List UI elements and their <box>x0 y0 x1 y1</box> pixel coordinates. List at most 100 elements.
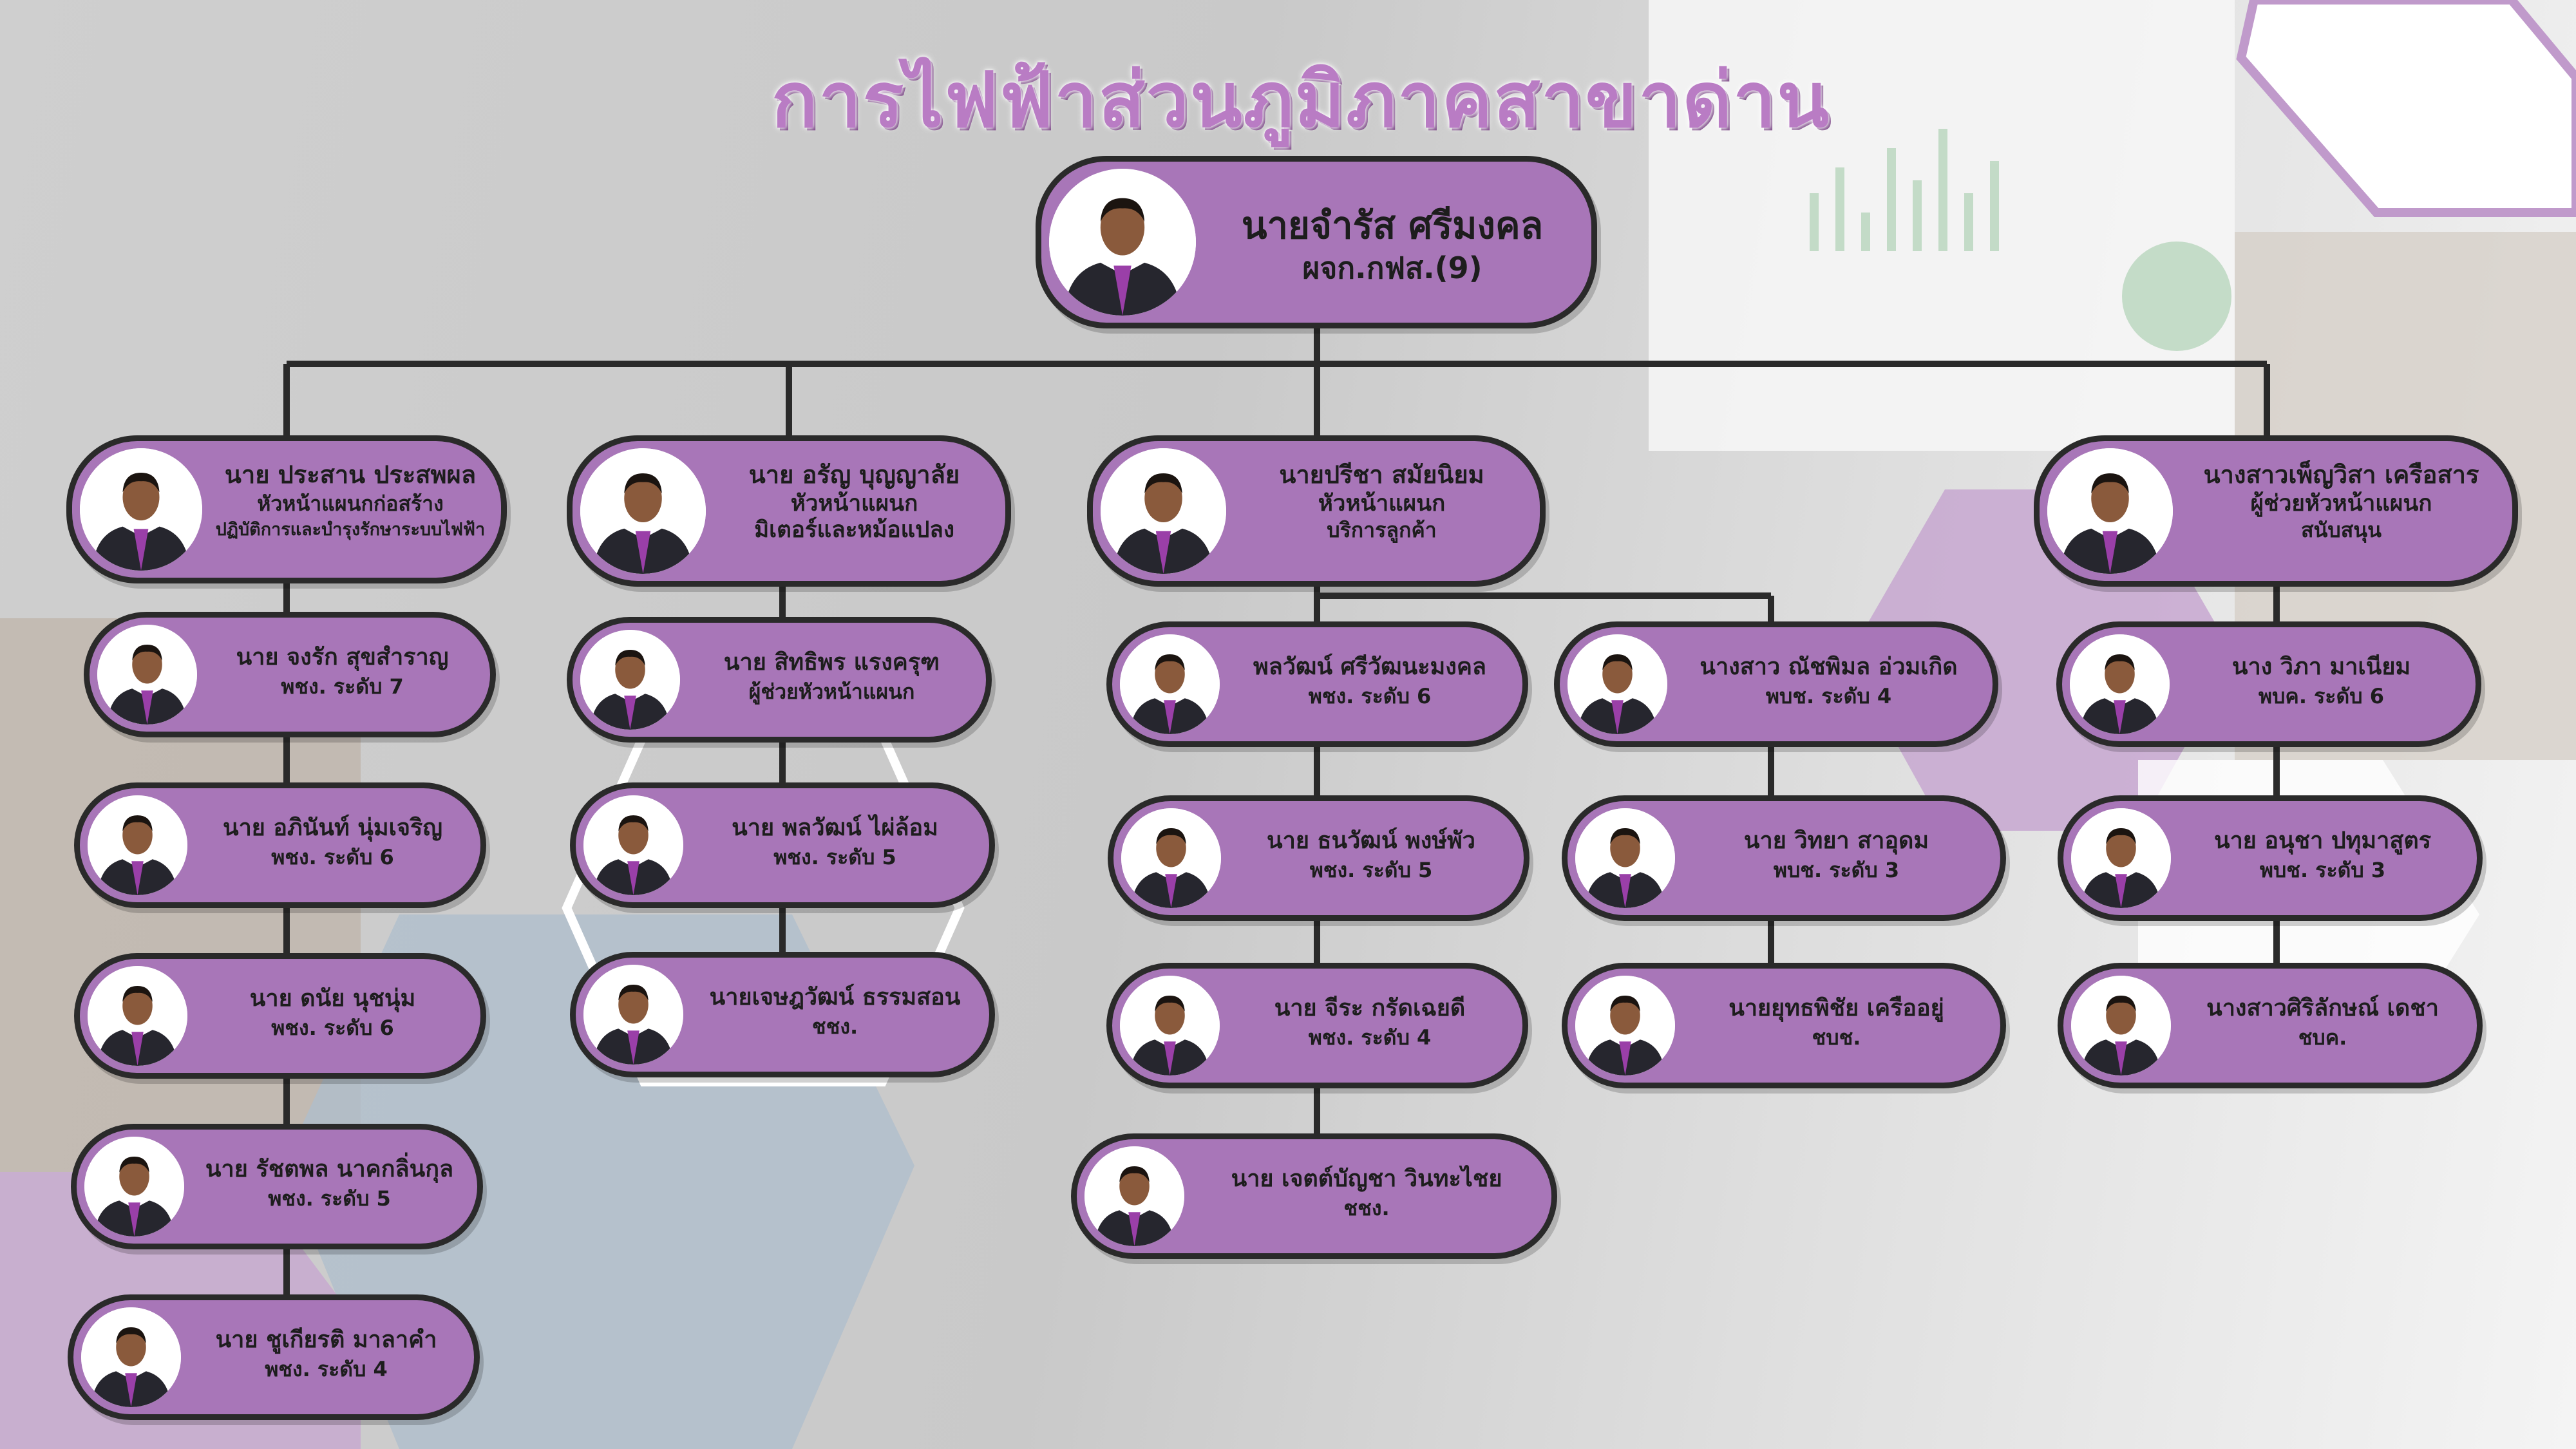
person-position: หัวหน้าแผนก <box>1318 491 1446 516</box>
person-name: นาง วิภา มาเนียม <box>2231 654 2411 680</box>
person-photo-icon <box>583 795 683 895</box>
person-name: นาย วิทยา สาอุดม <box>1743 828 1929 854</box>
person-text: นาย จงรัก สุขสำราญพชง. ระดับ 7 <box>209 642 476 700</box>
person-name: นาย รัชตพล นาคกลิ่นกุล <box>205 1156 454 1182</box>
person-text: นายปรีชา สมัยนิยมหัวหน้าแผนกบริการลูกค้า <box>1238 459 1526 543</box>
person-photo-icon <box>2071 976 2171 1075</box>
person-text: นาย พลวัฒน์ ไผ่ล้อมพชง. ระดับ 5 <box>695 813 975 871</box>
person-photo-icon <box>1120 976 1220 1075</box>
staff-card[interactable]: นาย พลวัฒน์ ไผ่ล้อมพชง. ระดับ 5 <box>570 782 995 908</box>
person-photo-icon <box>97 625 197 724</box>
staff-card[interactable]: นาย รัชตพล นาคกลิ่นกุลพชง. ระดับ 5 <box>71 1124 483 1249</box>
person-photo-icon <box>580 448 706 574</box>
person-photo-icon <box>1567 634 1667 734</box>
manager-card[interactable]: นายจำรัส ศรีมงคลผจก.กฟส.(9) <box>1036 156 1597 328</box>
person-position: พบช. ระดับ 3 <box>2259 858 2386 882</box>
dept-head-card[interactable]: นางสาวเพ็ญวิสา เครือสารผู้ช่วยหัวหน้าแผน… <box>2034 435 2518 587</box>
staff-card[interactable]: นาย วิทยา สาอุดมพบช. ระดับ 3 <box>1562 795 2006 921</box>
staff-card[interactable]: นาย สิทธิพร แรงครุฑผู้ช่วยหัวหน้าแผนก <box>567 617 992 743</box>
person-name: นาย สิทธิพร แรงครุฑ <box>723 649 940 676</box>
person-position: พบช. ระดับ 4 <box>1765 684 1892 708</box>
person-name: นาย จีระ กรัดเฉยดี <box>1274 995 1466 1021</box>
staff-card[interactable]: นาย อนุชา ปทุมาสูตรพบช. ระดับ 3 <box>2058 795 2483 921</box>
staff-card[interactable]: นาย ชูเกียรติ มาลาคำพชง. ระดับ 4 <box>68 1294 480 1420</box>
dept-head-card[interactable]: นาย อรัญ บุญญาลัยหัวหน้าแผนกมิเตอร์และหม… <box>567 435 1011 587</box>
staff-card[interactable]: นาง วิภา มาเนียมพบค. ระดับ 6 <box>2056 621 2481 747</box>
person-position: พชง. ระดับ 5 <box>268 1186 391 1211</box>
person-photo-icon <box>88 795 187 895</box>
person-text: นางสาว ณัชพิมล อ่วมเกิดพบช. ระดับ 4 <box>1679 652 1978 710</box>
dept-head-card[interactable]: นายปรีชา สมัยนิยมหัวหน้าแผนกบริการลูกค้า <box>1087 435 1546 587</box>
person-text: นายจำรัส ศรีมงคลผจก.กฟส.(9) <box>1208 202 1577 287</box>
person-name: นางสาว ณัชพิมล อ่วมเกิด <box>1700 654 1958 680</box>
person-text: พลวัฒน์ ศรีวัฒนะมงคลพชง. ระดับ 6 <box>1231 652 1508 710</box>
person-position: ชบค. <box>2298 1025 2347 1050</box>
person-position: พชง. ระดับ 6 <box>271 1016 394 1040</box>
person-photo-icon <box>1084 1146 1184 1246</box>
person-photo-icon <box>580 630 680 730</box>
person-department: บริการลูกค้า <box>1327 518 1437 542</box>
person-position: ชชง. <box>1343 1196 1390 1220</box>
person-position: ชชง. <box>811 1014 858 1039</box>
person-position: พบค. ระดับ 6 <box>2259 684 2384 708</box>
person-name: นาย ชูเกียรติ มาลาคำ <box>215 1327 437 1353</box>
person-photo-icon <box>1101 448 1226 574</box>
person-photo-icon <box>81 1307 181 1407</box>
person-text: นาย วิทยา สาอุดมพบช. ระดับ 3 <box>1687 826 1986 884</box>
staff-card[interactable]: นางสาว ณัชพิมล อ่วมเกิดพบช. ระดับ 4 <box>1554 621 1998 747</box>
person-text: นาย เจตต์บัญชา วินทะไชยชชง. <box>1196 1164 1537 1222</box>
staff-card[interactable]: นาย ดนัย นุชนุ่มพชง. ระดับ 6 <box>74 953 486 1079</box>
person-name: นาย อนุชา ปทุมาสูตร <box>2213 828 2432 854</box>
person-photo-icon <box>1575 976 1675 1075</box>
person-photo-icon <box>84 1137 184 1236</box>
person-photo-icon <box>1120 634 1220 734</box>
person-position: หัวหน้าแผนก <box>790 491 918 516</box>
person-position: ชบช. <box>1812 1025 1861 1050</box>
person-name: นางสาวศิริลักษณ์ เดชา <box>2206 995 2439 1021</box>
person-text: นาย อรัญ บุญญาลัยหัวหน้าแผนกมิเตอร์และหม… <box>717 459 991 543</box>
person-position: พบช. ระดับ 3 <box>1773 858 1900 882</box>
person-name: นาย จงรัก สุขสำราญ <box>236 644 449 670</box>
person-text: นาย จีระ กรัดเฉยดีพชง. ระดับ 4 <box>1231 993 1508 1051</box>
person-text: นายเจษฎวัฒน์ ธรรมสอนชชง. <box>695 982 975 1040</box>
person-photo-icon <box>1049 169 1196 316</box>
person-name: นายจำรัส ศรีมงคล <box>1241 204 1544 247</box>
staff-card[interactable]: นายเจษฎวัฒน์ ธรรมสอนชชง. <box>570 952 995 1077</box>
person-photo-icon <box>88 966 187 1066</box>
staff-card[interactable]: นาย เจตต์บัญชา วินทะไชยชชง. <box>1071 1133 1557 1259</box>
staff-card[interactable]: นาย จงรัก สุขสำราญพชง. ระดับ 7 <box>84 612 496 737</box>
person-photo-icon <box>2071 808 2171 908</box>
person-position: พชง. ระดับ 5 <box>773 845 896 869</box>
person-text: นาย รัชตพล นาคกลิ่นกุลพชง. ระดับ 5 <box>196 1154 463 1212</box>
person-name: นาย ธนวัฒน์ พงษ์พัว <box>1267 828 1475 854</box>
person-photo-icon <box>1575 808 1675 908</box>
person-photo-icon <box>2047 448 2173 574</box>
person-position: ผู้ช่วยหัวหน้าแผนก <box>748 679 915 704</box>
person-department: มิเตอร์และหม้อแปลง <box>754 517 954 543</box>
person-text: นาย สิทธิพร แรงครุฑผู้ช่วยหัวหน้าแผนก <box>692 647 972 705</box>
person-name: นางสาวเพ็ญวิสา เครือสาร <box>2203 460 2479 489</box>
person-position: พชง. ระดับ 6 <box>1308 684 1432 708</box>
staff-card[interactable]: นางสาวศิริลักษณ์ เดชาชบค. <box>2058 963 2483 1088</box>
person-text: นางสาวศิริลักษณ์ เดชาชบค. <box>2183 993 2463 1051</box>
person-photo-icon <box>80 448 202 571</box>
person-position: พชง. ระดับ 7 <box>281 674 404 699</box>
staff-card[interactable]: นาย ธนวัฒน์ พงษ์พัวพชง. ระดับ 5 <box>1108 795 1530 921</box>
staff-card[interactable]: นาย อภินันท์ นุ่มเจริญพชง. ระดับ 6 <box>74 782 486 908</box>
staff-card[interactable]: นายยุทธพิชัย เครืออยู่ชบช. <box>1562 963 2006 1088</box>
person-name: นายยุทธพิชัย เครืออยู่ <box>1728 995 1944 1021</box>
person-photo-icon <box>583 965 683 1065</box>
person-name: นาย เจตต์บัญชา วินทะไชย <box>1231 1166 1502 1192</box>
person-department: สนับสนุน <box>2301 518 2382 542</box>
person-name: นาย อรัญ บุญญาลัย <box>748 460 960 489</box>
dept-head-card[interactable]: นาย ประสาน ประสพผลหัวหน้าแผนกก่อสร้างปฏิ… <box>66 435 507 583</box>
staff-card[interactable]: พลวัฒน์ ศรีวัฒนะมงคลพชง. ระดับ 6 <box>1106 621 1528 747</box>
person-text: นาย อภินันท์ นุ่มเจริญพชง. ระดับ 6 <box>199 813 466 871</box>
person-position: หัวหน้าแผนกก่อสร้าง <box>257 491 444 516</box>
person-name: นายเจษฎวัฒน์ ธรรมสอน <box>709 984 961 1010</box>
person-department: ปฏิบัติการและบำรุงรักษาระบบไฟฟ้า <box>215 520 486 540</box>
staff-card[interactable]: นาย จีระ กรัดเฉยดีพชง. ระดับ 4 <box>1106 963 1528 1088</box>
person-text: นาย ประสาน ประสพผลหัวหน้าแผนกก่อสร้างปฏิ… <box>214 459 487 543</box>
person-text: นางสาวเพ็ญวิสา เครือสารผู้ช่วยหัวหน้าแผน… <box>2184 459 2498 543</box>
person-photo-icon <box>2070 634 2170 734</box>
